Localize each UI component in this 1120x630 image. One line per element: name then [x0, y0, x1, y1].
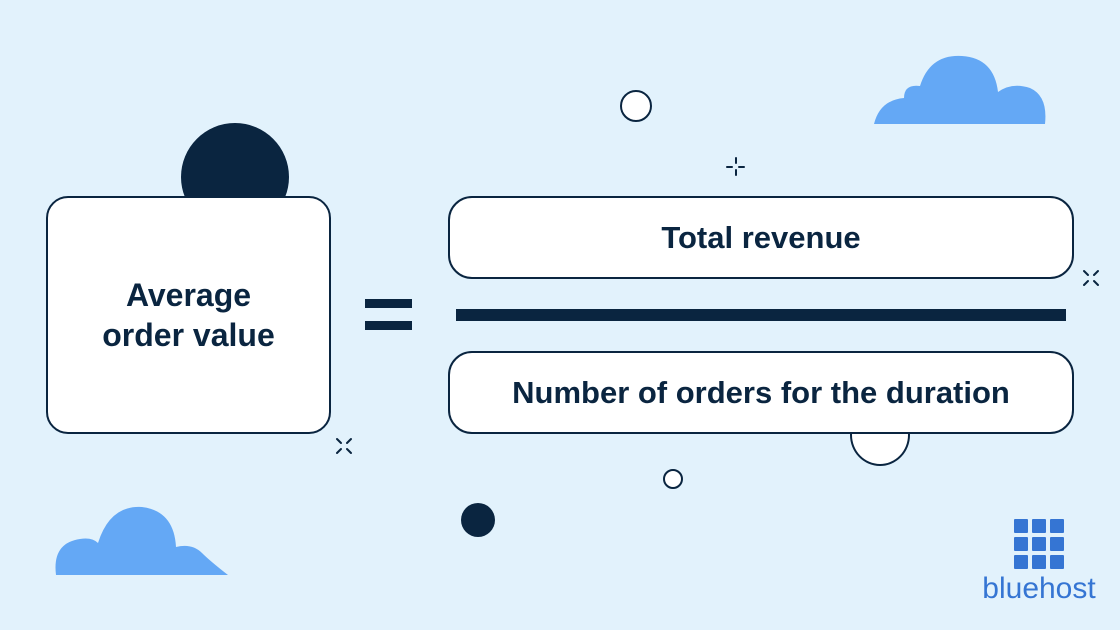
grid-logo-icon: [1014, 519, 1064, 569]
equals-bar-top: [365, 299, 412, 308]
brand-logo-text: bluehost: [982, 572, 1096, 605]
tiny-circle-outline-bottom: [663, 469, 683, 489]
sparkle-icon: [336, 438, 352, 454]
denominator-box: Number of orders for the duration: [448, 351, 1074, 434]
average-order-value-label: Average order value: [102, 275, 275, 355]
sparkle-icon: [1083, 270, 1099, 286]
dark-dot-bottom: [461, 503, 495, 537]
cloud-bottom-left-icon: [55, 506, 228, 575]
label-line-1: Average: [125, 277, 252, 313]
sparkle-icon: [726, 157, 745, 176]
numerator-box: Total revenue: [448, 196, 1074, 279]
average-order-value-box: Average order value: [46, 196, 331, 434]
numerator-label: Total revenue: [661, 219, 861, 255]
equals-bar-bottom: [365, 321, 412, 330]
denominator-label: Number of orders for the duration: [512, 374, 1010, 410]
cloud-top-right-icon: [874, 55, 1046, 124]
fraction-line: [456, 309, 1066, 321]
small-circle-outline-top: [620, 90, 652, 122]
label-line-2: order value: [102, 317, 275, 353]
